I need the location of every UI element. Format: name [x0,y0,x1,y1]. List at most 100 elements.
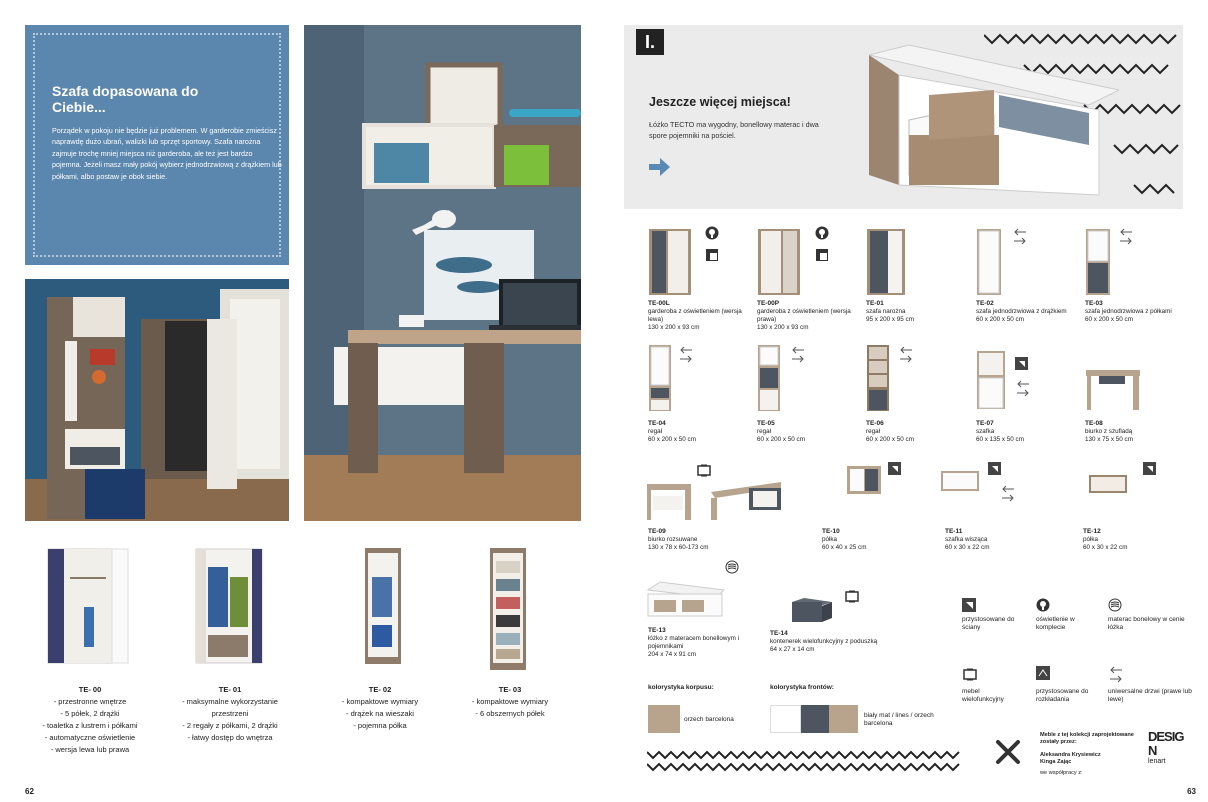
product-te00p [757,228,857,301]
product-desc: regał [648,428,663,435]
multifunction-icon [844,588,860,604]
zigzag-strip [646,746,971,776]
product-code: TE-08 [1085,420,1103,427]
product-dims: 60 x 200 x 50 cm [976,316,1024,323]
feature-line: - 2 regały z półkami, 2 drążki [182,721,278,730]
feature-line: - kompaktowe wymiary [341,697,419,706]
info-box: Szafa dopasowana do Ciebie... Porządek w… [25,25,289,265]
wardrobe-te02-image [364,547,402,665]
product-te11 [940,470,980,497]
wardrobe-code: TE- 00 [78,685,102,694]
product-dims: 130 x 200 x 93 cm [648,324,700,331]
product-te08-image [1086,370,1140,410]
wall-mount-icon [988,462,1001,475]
product-code: TE-13 [648,627,666,634]
wall-mount-icon [1015,357,1028,370]
info-box-title: Szafa dopasowana do Ciebie... [52,83,199,115]
arrow-right-icon[interactable] [649,157,671,177]
wall-mount-icon [1143,462,1156,475]
swatch-white [770,705,801,733]
feature-line: - toaletka z lustrem i półkami [42,721,138,730]
wardrobe-code: TE- 01 [218,685,242,694]
feature-line: - przestronne wnętrze [53,697,127,706]
front-color-name: biały mat / lines / orzech barcelona [864,712,934,727]
feature-line: - drążek na wieszaki [346,709,414,718]
wardrobe-code: TE- 02 [368,685,392,694]
product-te10-image [847,466,881,494]
product-code: TE-06 [866,420,884,427]
feature-line: - 6 obszernych półek [475,709,545,718]
wardrobe-te00-caption: TE- 00 - przestronne wnętrze - 5 półek, … [10,684,170,756]
product-code: TE-10 [822,528,840,535]
product-desc: szafka [976,428,995,435]
product-te10-caption: TE-10 półka 60 x 40 x 25 cm [822,528,922,552]
product-te13 [646,578,726,627]
dotted-border [33,33,281,257]
swap-arrows-icon [1000,485,1016,503]
product-dims: 60 x 200 x 50 cm [1085,316,1133,323]
swap-arrows-icon [1015,380,1031,398]
room-photo-desk [304,25,581,521]
light-bulb-icon [1036,598,1050,612]
light-bulb-icon [705,226,719,240]
product-code: TE-05 [757,420,775,427]
legend-label: uniwersalne drzwi (prawe lub lewe) [1108,688,1192,703]
product-te04-image [649,345,671,411]
product-te13-image [646,581,726,617]
product-desc: szafa narożna [866,308,906,315]
feature-line: - łatwy dostęp do wnętrza [187,733,273,742]
product-desc: biurko rozsuwane [648,536,698,543]
swap-arrows-icon [1012,228,1028,246]
designer-intro: Meble z tej kolekcji zaprojektowane zost… [1040,732,1134,745]
product-te06-image [867,345,889,411]
product-te12 [1088,474,1128,499]
product-te09-image [647,482,781,520]
product-code: TE-00P [757,300,780,307]
product-te01 [866,228,966,301]
body-color-label: kolorystyka korpusu: [648,684,714,691]
product-dims: 64 x 27 x 14 cm [770,646,815,653]
wardrobe-te03-caption: TE- 03 - kompaktowe wymiary - 6 obszerny… [435,684,585,720]
product-desc: łóżko z materacem bonellowym i pojemnika… [648,635,739,650]
product-code: TE-04 [648,420,666,427]
feature-line: - maksymalne wykorzystanie [182,697,278,706]
zigzag-pattern [984,33,1181,195]
product-te00p-caption: TE-00P garderoba z oświetleniem (wersja … [757,300,857,332]
product-desc: garderoba z oświetleniem (wersja prawa) [757,308,851,323]
product-desc: garderoba z oświetleniem (wersja lewa) [648,308,742,323]
product-dims: 130 x 200 x 93 cm [757,324,809,331]
swap-arrows-icon [1108,666,1124,684]
designer-tools-icon [994,738,1022,766]
product-te05-caption: TE-05 regał 60 x 200 x 50 cm [757,420,857,444]
product-te13-caption: TE-13 łóżko z materacem bonellowym i poj… [648,627,768,659]
multifunction-icon [962,666,978,682]
product-te08 [1085,368,1141,417]
product-desc: szafka wisząca [945,536,988,543]
feature-line: - 5 półek, 2 drążki [60,709,120,718]
product-te07 [976,350,1006,415]
product-te04-caption: TE-04 regał 60 x 200 x 50 cm [648,420,748,444]
feature-line: - wersja lewa lub prawa [50,745,130,754]
product-desc: biurko z szufladą [1085,428,1133,435]
product-dims: 60 x 30 x 22 cm [1083,544,1128,551]
product-te08-caption: TE-08 biurko z szufladą 130 x 75 x 50 cm [1085,420,1185,444]
product-desc: szafa jednodrzwiowa z półkami [1085,308,1172,315]
product-code: TE-11 [945,528,963,535]
product-desc: półka [822,536,838,543]
product-dims: 60 x 200 x 50 cm [866,436,914,443]
wall-mount-icon [888,462,901,475]
legend-label: przystosowane do ściany [962,616,1015,631]
wardrobe-te03-image [489,547,527,671]
wardrobe-te02-caption: TE- 02 - kompaktowe wymiary - drążek na … [305,684,455,732]
swatch-walnut [829,705,859,733]
designer-tagline: we współpracy z: [1040,770,1083,776]
legend-label: przystosowane do rozkładania [1036,688,1089,703]
product-code: TE-00L [648,300,670,307]
product-dims: 130 x 75 x 50 cm [1085,436,1133,443]
side-mount-icon [815,248,829,262]
product-te02-caption: TE-02 szafa jednodrzwiowa z drążkiem 60 … [976,300,1076,324]
design-logo-sub: lenart [1148,758,1166,765]
product-desc: regał [757,428,772,435]
designer-names: Aleksandra Krysiewicz Kinga Zając [1040,752,1101,765]
product-te14-caption: TE-14 kontenerek wielofunkcyjny z podusz… [770,630,880,654]
